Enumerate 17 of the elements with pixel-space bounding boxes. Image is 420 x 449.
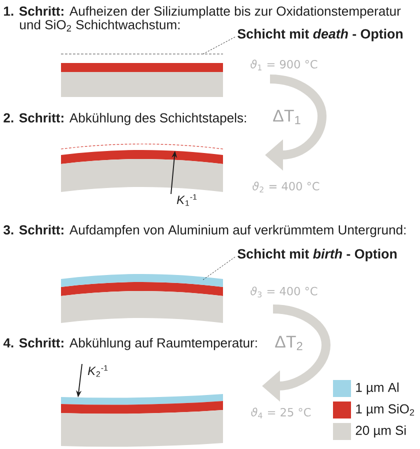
temperature-label: ϑ$_{2}$ = 400 °C bbox=[252, 182, 320, 192]
step-caption: 3. Schritt: Aufdampfen von Aluminium auf verkrümmtem Untergrund: bbox=[4, 224, 406, 238]
temperature-label: ϑ$_{3}$ = 400 °C bbox=[250, 286, 318, 298]
temperature-label: ϑ$_{4}$ = 25 °C bbox=[251, 408, 311, 418]
step-caption: 4. Schritt: Abkühlung auf Raumtemperatur: bbox=[3, 338, 257, 350]
edge-label: ΔT$_{1}$ bbox=[273, 110, 300, 124]
edge-label: ΔT$_{2}$ bbox=[275, 336, 302, 350]
wafer-stack bbox=[61, 150, 223, 192]
legend-label: 20 µm Si bbox=[356, 425, 406, 438]
legend-label: 1 µm SiO$_{2}$ bbox=[356, 404, 414, 416]
layer-band bbox=[61, 274, 223, 287]
callout-label: Schicht mit birth - Option bbox=[238, 248, 397, 262]
legend-label: 1 µm Al bbox=[356, 382, 398, 395]
wafer-stack bbox=[61, 394, 223, 447]
leader-line bbox=[202, 36, 236, 54]
step-caption: 2. Schritt: Abkühlung des Schichtstapels: bbox=[4, 112, 246, 126]
temperature-label: ϑ$_{1}$ = 900 °C bbox=[250, 60, 318, 70]
